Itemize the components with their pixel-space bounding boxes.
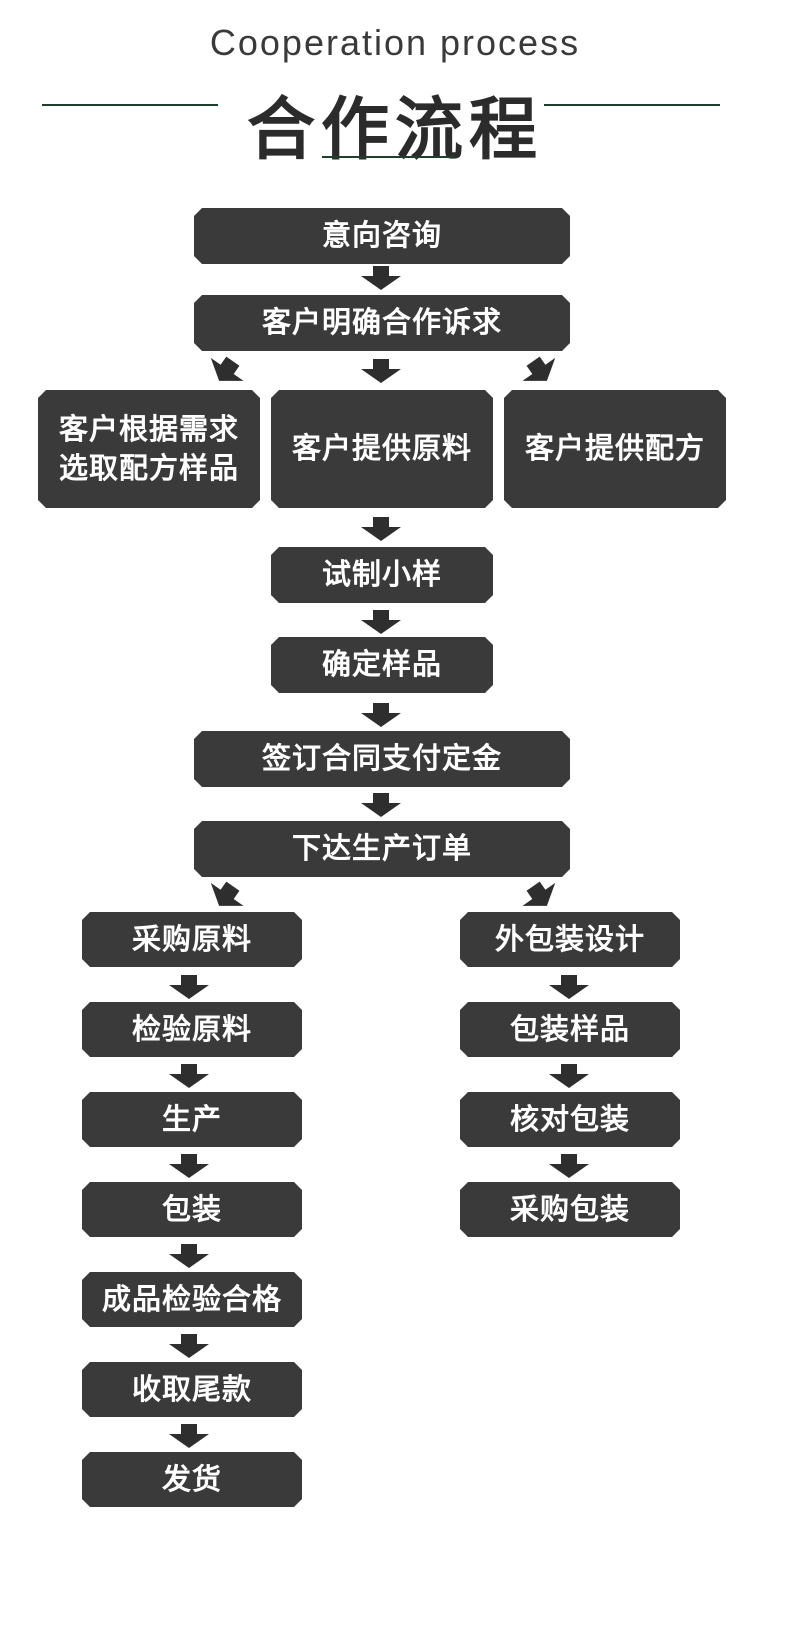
arrow-down-right-icon <box>516 874 564 918</box>
step-confirm: 确定样品 <box>271 637 493 693</box>
packaging-step-label: 核对包装 <box>509 1101 630 1136</box>
production-step: 发货 <box>82 1452 302 1507</box>
arrow-down-icon <box>169 1154 209 1178</box>
arrow-down-icon <box>361 359 401 383</box>
arrow-down-icon <box>361 610 401 634</box>
step-consult: 意向咨询 <box>194 208 570 264</box>
arrow-down-right-icon <box>516 349 564 393</box>
packaging-step: 包装样品 <box>460 1002 680 1057</box>
step-contract-label: 签订合同支付定金 <box>261 741 502 776</box>
title-rule-left <box>42 104 218 106</box>
packaging-step-label: 采购包装 <box>509 1191 630 1226</box>
packaging-step: 采购包装 <box>460 1182 680 1237</box>
step-trial-label: 试制小样 <box>321 557 442 592</box>
production-step: 检验原料 <box>82 1002 302 1057</box>
packaging-step: 外包装设计 <box>460 912 680 967</box>
production-step-label: 检验原料 <box>131 1011 252 1046</box>
production-step: 采购原料 <box>82 912 302 967</box>
arrow-down-icon <box>169 1334 209 1358</box>
production-step-label: 成品检验合格 <box>101 1281 282 1316</box>
arrow-down-icon <box>169 1424 209 1448</box>
packaging-step-label: 外包装设计 <box>494 921 645 956</box>
arrow-down-icon <box>549 975 589 999</box>
step-trial: 试制小样 <box>271 547 493 603</box>
arrow-down-icon <box>169 1244 209 1268</box>
production-step: 生产 <box>82 1092 302 1147</box>
option-provide-formula: 客户提供配方 <box>504 390 726 508</box>
production-step-label: 发货 <box>161 1461 222 1496</box>
step-order: 下达生产订单 <box>194 821 570 877</box>
step-clarify: 客户明确合作诉求 <box>194 295 570 351</box>
production-step: 包装 <box>82 1182 302 1237</box>
step-clarify-label: 客户明确合作诉求 <box>261 305 502 340</box>
step-consult-label: 意向咨询 <box>321 218 442 253</box>
option-provide-formula-label: 客户提供配方 <box>524 431 705 466</box>
arrow-down-icon <box>361 703 401 727</box>
arrow-down-icon <box>361 266 401 290</box>
arrow-down-icon <box>361 517 401 541</box>
option-provide-materials-label: 客户提供原料 <box>291 431 472 466</box>
arrow-down-icon <box>361 793 401 817</box>
production-step-label: 采购原料 <box>131 921 252 956</box>
arrow-down-icon <box>169 1064 209 1088</box>
packaging-step: 核对包装 <box>460 1092 680 1147</box>
arrow-down-left-icon <box>202 349 250 393</box>
title-rule-right <box>544 104 720 106</box>
arrow-down-icon <box>549 1154 589 1178</box>
production-step: 成品检验合格 <box>82 1272 302 1327</box>
step-order-label: 下达生产订单 <box>291 831 472 866</box>
step-contract: 签订合同支付定金 <box>194 731 570 787</box>
option-select-samples: 客户根据需求 选取配方样品 <box>38 390 260 508</box>
arrow-down-left-icon <box>202 874 250 918</box>
production-step-label: 收取尾款 <box>131 1371 252 1406</box>
step-confirm-label: 确定样品 <box>321 647 442 682</box>
subtitle: Cooperation process <box>209 22 581 63</box>
production-step-label: 包装 <box>161 1191 222 1226</box>
option-select-samples-label: 客户根据需求 选取配方样品 <box>58 411 239 485</box>
title-underline <box>322 156 454 158</box>
production-step: 收取尾款 <box>82 1362 302 1417</box>
packaging-step-label: 包装样品 <box>509 1011 630 1046</box>
arrow-down-icon <box>169 975 209 999</box>
production-step-label: 生产 <box>161 1101 222 1136</box>
option-provide-materials: 客户提供原料 <box>271 390 493 508</box>
arrow-down-icon <box>549 1064 589 1088</box>
